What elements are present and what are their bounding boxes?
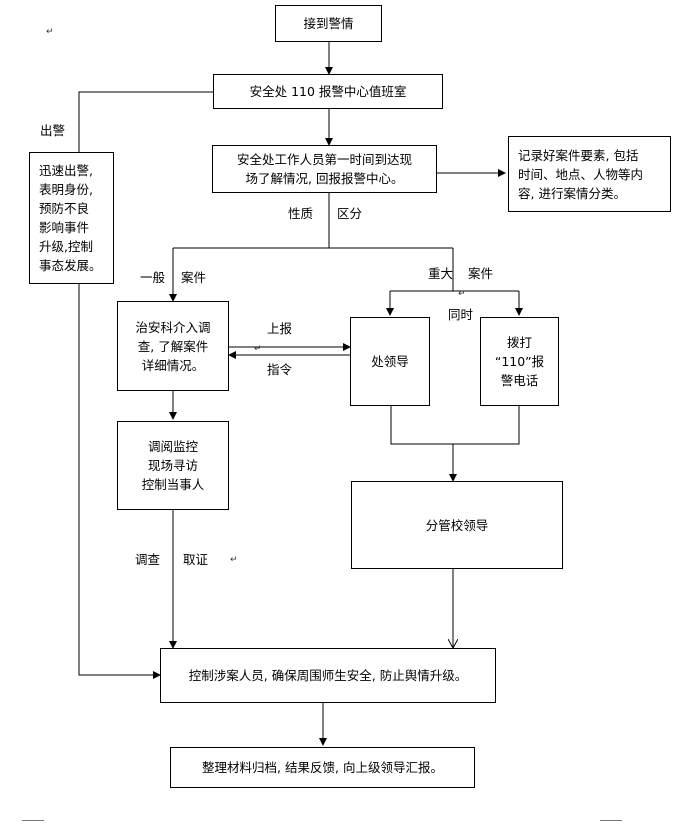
- label-distinguish: 区分: [337, 206, 363, 221]
- dispatch-line-1: 迅速出警,: [39, 163, 93, 178]
- paragraph-mark: ↵: [46, 27, 54, 37]
- page-corner-mark: [600, 820, 622, 821]
- node-receive-alarm-text: 接到警情: [303, 16, 354, 31]
- paragraph-mark: ↵: [458, 289, 466, 299]
- label-investigate: 调查: [135, 552, 161, 567]
- security-line-3: 详细情况。: [141, 357, 205, 373]
- node-dispatch: 迅速出警, 表明身份, 预防不良 影响事件 升级,控制 事态发展。: [29, 152, 114, 284]
- node-monitor: 调阅监控 现场寻访 控制当事人: [117, 421, 229, 510]
- label-instruction: 指令: [267, 362, 293, 377]
- call-110-line-3: 警电话: [500, 373, 539, 388]
- node-receive-alarm: 接到警情: [275, 5, 382, 42]
- label-evidence: 取证: [183, 552, 209, 567]
- label-report-up: 上报: [267, 321, 293, 336]
- monitor-line-3: 控制当事人: [141, 477, 205, 492]
- monitor-line-1: 调阅监控: [147, 439, 198, 454]
- node-duty-room: 安全处 110 报警中心值班室: [213, 74, 443, 109]
- node-school-leader: 分管校领导: [351, 481, 563, 569]
- paragraph-mark: ↵: [254, 344, 262, 354]
- dispatch-line-3: 预防不良: [39, 201, 90, 216]
- security-line-1: 治安科介入调: [135, 319, 211, 335]
- node-dept-leader: 处领导: [350, 317, 430, 406]
- label-nature: 性质: [288, 206, 314, 221]
- node-record: 记录好案件要素, 包括 时间、地点、人物等内 容, 进行案情分类。: [508, 136, 671, 212]
- label-major: 重大: [428, 266, 454, 281]
- record-line-2: 时间、地点、人物等内: [518, 166, 644, 182]
- site-staff-line-2: 场了解情况, 回报报警中心。: [245, 171, 404, 186]
- node-site-staff: 安全处工作人员第一时间到达现 场了解情况, 回报报警中心。: [212, 145, 437, 193]
- label-case-b: 案件: [468, 266, 494, 281]
- security-line-2: 查, 了解案件: [137, 338, 209, 354]
- node-control-text: 控制涉案人员, 确保周围师生安全, 防止舆情升级。: [188, 668, 468, 683]
- site-staff-line-1: 安全处工作人员第一时间到达现: [236, 152, 412, 167]
- page-corner-mark: [22, 820, 44, 821]
- node-archive: 整理材料归档, 结果反馈, 向上级领导汇报。: [170, 747, 475, 788]
- dispatch-line-4: 影响事件: [39, 220, 90, 235]
- call-110-line-1: 拨打: [506, 335, 532, 350]
- label-ordinary: 一般: [140, 270, 166, 285]
- dispatch-line-2: 表明身份,: [39, 182, 93, 197]
- node-security-section: 治安科介入调 查, 了解案件 详细情况。: [117, 301, 229, 391]
- record-line-1: 记录好案件要素, 包括: [518, 147, 639, 163]
- node-duty-room-text: 安全处 110 报警中心值班室: [249, 84, 407, 99]
- call-110-line-2: “110”报: [494, 354, 545, 369]
- monitor-line-2: 现场寻访: [147, 458, 198, 473]
- dispatch-line-5: 升级,控制: [39, 239, 93, 254]
- label-dispatch-out: 出警: [40, 123, 66, 138]
- node-dept-leader-text: 处领导: [371, 354, 409, 369]
- paragraph-mark: ↵: [230, 555, 238, 565]
- node-call-110: 拨打 “110”报 警电话: [480, 317, 559, 406]
- record-line-3: 容, 进行案情分类。: [518, 185, 626, 201]
- node-archive-text: 整理材料归档, 结果反馈, 向上级领导汇报。: [202, 760, 443, 775]
- label-simultaneous: 同时: [448, 307, 474, 322]
- label-case-a: 案件: [181, 270, 207, 285]
- node-control: 控制涉案人员, 确保周围师生安全, 防止舆情升级。: [160, 648, 496, 703]
- node-school-leader-text: 分管校领导: [425, 517, 489, 533]
- dispatch-line-6: 事态发展。: [39, 258, 102, 273]
